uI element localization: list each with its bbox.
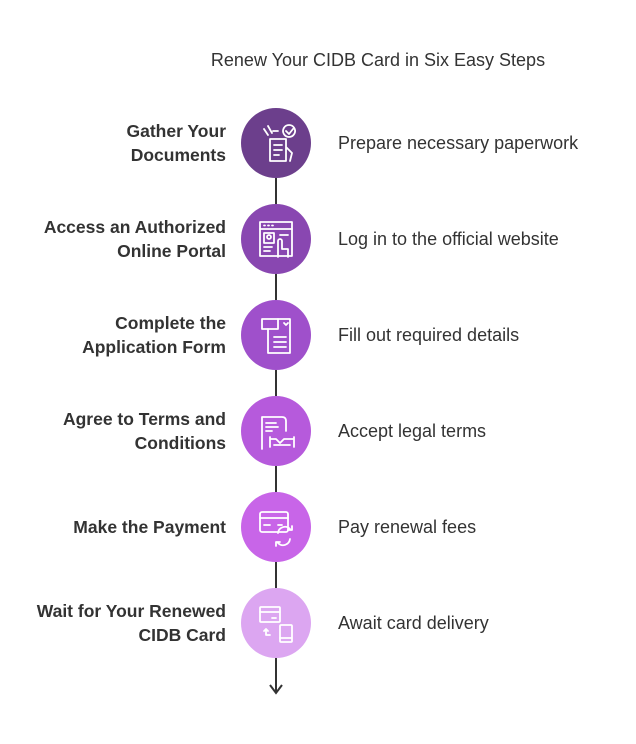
contract-handshake-icon xyxy=(261,416,295,450)
connector xyxy=(275,562,277,588)
step-circle xyxy=(241,396,311,466)
step-description: Pay renewal fees xyxy=(338,517,477,537)
step-circle xyxy=(241,204,311,274)
form-icon xyxy=(261,318,291,354)
step-description: Await card delivery xyxy=(338,613,489,633)
step-label: Access an Authorized Online Portal xyxy=(43,217,226,261)
connector xyxy=(275,466,277,492)
step-circle xyxy=(241,300,311,370)
step-description: Log in to the official website xyxy=(338,229,559,249)
step-circle xyxy=(241,588,311,658)
web-portal-profile-icon xyxy=(259,221,293,258)
connector xyxy=(275,370,277,396)
step-label: Wait for Your Renewed CIDB Card xyxy=(36,601,226,645)
step-circle xyxy=(241,108,311,178)
step-label: Gather Your Documents xyxy=(126,121,226,165)
step-label: Make the Payment xyxy=(73,517,226,537)
connector xyxy=(275,274,277,300)
step-description: Prepare necessary paperwork xyxy=(338,133,579,153)
step-label: Agree to Terms and Conditions xyxy=(62,409,226,453)
step-description: Fill out required details xyxy=(338,325,520,345)
documents-hand-check-icon xyxy=(263,124,296,162)
step-label: Complete the Application Form xyxy=(82,313,226,357)
card-phone-icon xyxy=(259,606,293,643)
connector xyxy=(275,658,277,692)
step-description: Accept legal terms xyxy=(338,421,487,441)
step-circle xyxy=(241,492,311,562)
connector xyxy=(275,178,277,204)
arrow-down-icon xyxy=(269,684,283,695)
diagram-title: Renew Your CIDB Card in Six Easy Steps xyxy=(210,50,546,70)
card-refresh-icon xyxy=(259,511,293,547)
